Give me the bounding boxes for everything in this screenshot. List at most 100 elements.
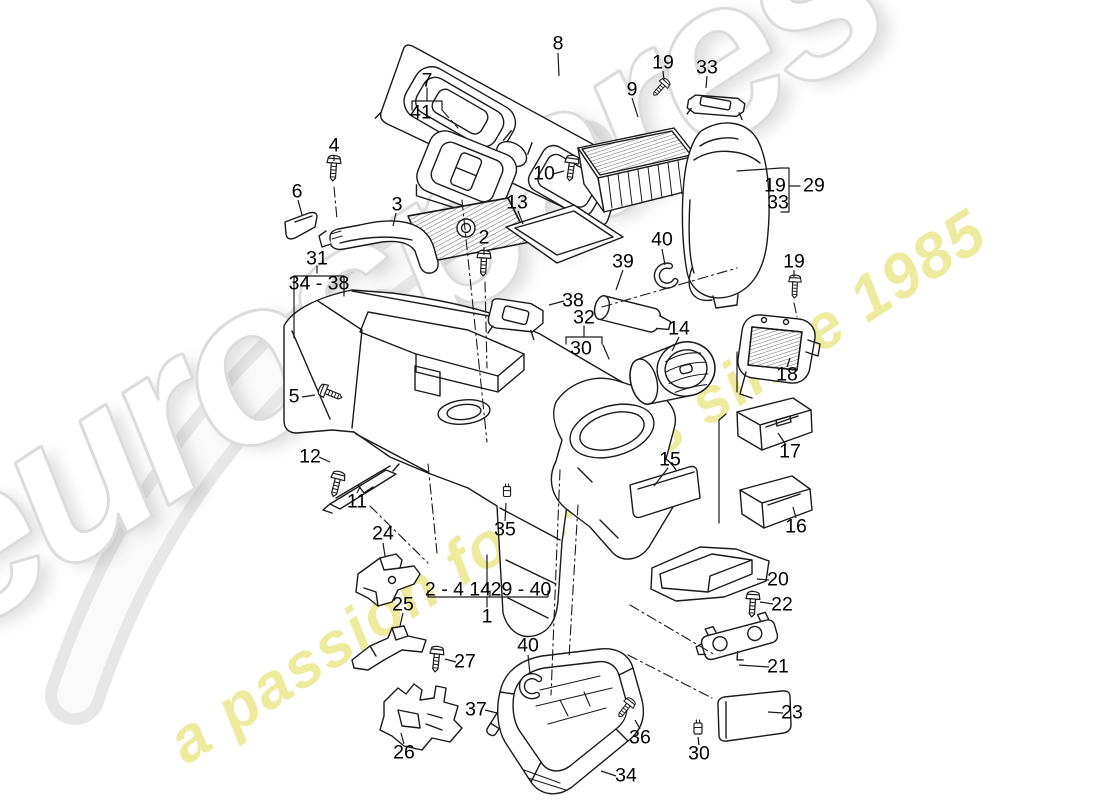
callout-35-29: 35: [494, 518, 516, 541]
leader-34-37: [600, 770, 617, 777]
callout-38-18: 38: [562, 289, 584, 312]
assembly-axes: [333, 109, 798, 699]
leader-24-30: [382, 542, 386, 557]
leader-5-26: [301, 394, 316, 398]
callout-3-5: 3: [391, 193, 403, 216]
callout-7-1: 7: [421, 69, 433, 92]
callout-16-25: 16: [785, 515, 807, 538]
callout-24-30: 24: [372, 522, 394, 545]
callout-30-38: 30: [688, 742, 710, 765]
callout-29-14: 29: [803, 174, 825, 197]
part-13-tray-mat: [505, 204, 624, 264]
callout-33-11: 33: [696, 56, 718, 79]
callout-4-3: 4: [328, 134, 340, 157]
callout-25-31: 25: [392, 593, 414, 616]
part-16-pocket: [739, 475, 813, 529]
leader-40-15: [661, 248, 666, 266]
leader-10-8: [552, 170, 565, 175]
leader-16-25: [792, 506, 797, 519]
part-7-shift-bezel: [415, 130, 518, 220]
part-6-cover: [284, 211, 318, 240]
leader-26-33: [400, 732, 405, 745]
callout-14-21: 14: [668, 317, 690, 340]
part-21-bracket: [695, 611, 779, 661]
group-bracket-lines: [293, 87, 801, 608]
part-15-divider: [629, 465, 701, 519]
part-34-rear-console-box: [497, 647, 645, 795]
leader-37-34: [484, 709, 498, 714]
leader-15-24: [653, 467, 669, 487]
callout-39-17: 39: [612, 250, 634, 273]
callout-40-15: 40: [651, 228, 673, 251]
leader-11-28: [356, 486, 361, 494]
callout-9-9: 9: [626, 78, 638, 101]
callout-30-20: 30: [570, 337, 592, 360]
callout-2-414-45: 2 - 4 14: [424, 578, 492, 601]
callout-17-23: 17: [779, 440, 801, 463]
callout-26-33: 26: [393, 741, 415, 764]
leader-25-31: [399, 612, 404, 627]
callout-41-2: 41: [410, 101, 432, 124]
leader-18-22: [786, 357, 791, 368]
part-17-pocket: [736, 397, 813, 451]
callout-13-7: 13: [506, 191, 528, 214]
callout-23-39: 23: [781, 701, 803, 724]
part-9-storage-box: [577, 127, 701, 213]
part-23-lid: [717, 690, 792, 742]
callout-27-32: 27: [454, 650, 476, 673]
callout-37-34: 37: [465, 698, 487, 721]
leader-27-32: [444, 658, 457, 663]
leader-9-9: [631, 97, 639, 118]
leader-36-36: [634, 719, 641, 730]
callout-19-10: 19: [652, 51, 674, 74]
part-8-top-trim-panel: [374, 44, 627, 234]
part-14-air-vent: [629, 341, 716, 405]
leader-23-39: [767, 711, 784, 714]
leader-33-11: [705, 75, 708, 89]
callout-34-37: 34: [615, 764, 637, 787]
part-25-bracket: [351, 625, 427, 671]
leader-30-38: [697, 736, 700, 746]
callout-6-4: 6: [291, 180, 303, 203]
leader-3-5: [392, 212, 397, 227]
callout-31-43: 31: [306, 247, 328, 270]
leader-14-21: [671, 336, 680, 352]
callout-21-40: 21: [767, 655, 789, 678]
part-3-grab-handle: [318, 220, 439, 274]
leader-8-0: [557, 52, 560, 77]
callout-29-40-46: 29 - 40: [490, 578, 552, 601]
leader-6-4: [297, 199, 303, 216]
callout-8-0: 8: [552, 32, 564, 55]
part-26-bracket: [379, 683, 463, 751]
part-33-latch: [686, 94, 746, 121]
leader-12-27: [318, 456, 331, 463]
callout-15-24: 15: [659, 448, 681, 471]
callout-36-36: 36: [629, 726, 651, 749]
callout-5-26: 5: [288, 385, 300, 408]
leader-40-35: [527, 654, 531, 675]
part-11-rail: [322, 463, 400, 514]
callout-19-12: 19: [764, 174, 786, 197]
callout-19-16: 19: [783, 250, 805, 273]
leader-35-29: [504, 502, 507, 522]
leader-13-7: [517, 210, 524, 225]
callout-12-27: 12: [299, 445, 321, 468]
part-41-mat: [407, 197, 531, 263]
part-18-ashtray: [737, 314, 821, 399]
callout-20-42: 20: [767, 568, 789, 591]
leader-19-10: [662, 70, 665, 81]
callout-22-41: 22: [771, 593, 793, 616]
leader-38-18: [548, 300, 565, 306]
leader-22-41: [759, 601, 774, 605]
callout-1-47: 1: [481, 605, 493, 628]
part-20-tray: [650, 546, 770, 602]
callout-10-8: 10: [533, 162, 555, 185]
callout-34-38-44: 34 - 38: [288, 272, 350, 295]
callout-40-35: 40: [517, 634, 539, 657]
callout-33-13: 33: [767, 191, 789, 214]
callout-11-28: 11: [346, 490, 368, 513]
